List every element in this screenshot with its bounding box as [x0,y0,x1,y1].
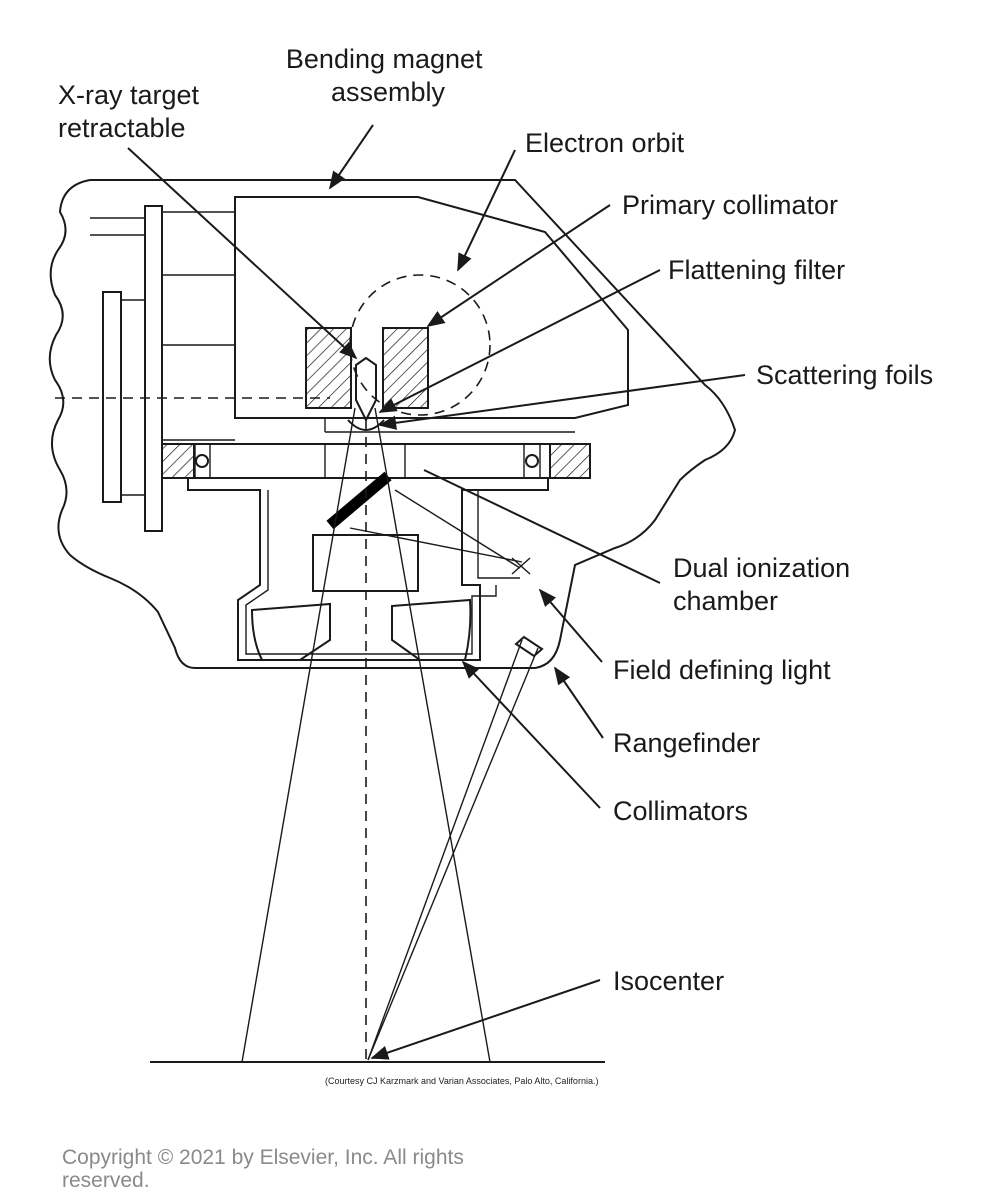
bending-magnet-body [234,196,629,419]
leader-xray-target [127,147,358,360]
leader-flattening-filter [378,269,661,413]
mirror [326,471,392,530]
label-primary-collimator: Primary collimator [622,190,838,220]
primary-collimator-left [305,327,352,409]
leader-collimators [461,660,601,809]
courtesy-credit: (Courtesy CJ Karzmark and Varian Associa… [325,1076,598,1086]
beam-edge-right [374,407,491,1063]
primary-collimator-right [382,327,429,409]
bearing-right [525,454,539,468]
label-flattening-filter: Flattening filter [668,255,845,285]
label-scattering-foils: Scattering foils [756,360,933,390]
leader-primary-collimator [426,204,611,327]
mounting-plate-outer [102,291,122,503]
leader-bending-magnet [328,124,374,190]
label-electron-orbit: Electron orbit [525,128,685,158]
mounting-plate-inner [144,205,163,532]
label-isocenter: Isocenter [613,966,724,996]
flattening-filter [355,356,377,423]
label-dual-ionization: Dual ionization chamber [673,553,858,616]
label-rangefinder: Rangefinder [613,728,760,758]
gantry-housing-outline [48,179,737,669]
electron-orbit-path [349,274,491,416]
leader-field-light [538,588,603,663]
label-collimators: Collimators [613,796,748,826]
lower-head-wall [187,478,549,661]
beam-edge-left [241,407,356,1063]
label-field-defining-light: Field defining light [613,655,831,685]
label-xray-target: X-ray target retractable [58,80,207,143]
collimator-jaw-right [391,598,472,661]
leader-rangefinder [553,666,604,739]
leader-dual-ionization [423,469,661,584]
label-bending-magnet: Bending magnet assembly [286,44,490,107]
bearing-left [195,454,209,468]
leader-isocenter [370,979,601,1060]
rangefinder-tube [514,635,544,658]
leader-scattering-foils [378,374,746,430]
copyright-notice: Copyright © 2021 by Elsevier, Inc. All r… [62,1146,464,1192]
collimator-jaw-left [250,602,331,661]
leader-electron-orbit [457,149,516,272]
